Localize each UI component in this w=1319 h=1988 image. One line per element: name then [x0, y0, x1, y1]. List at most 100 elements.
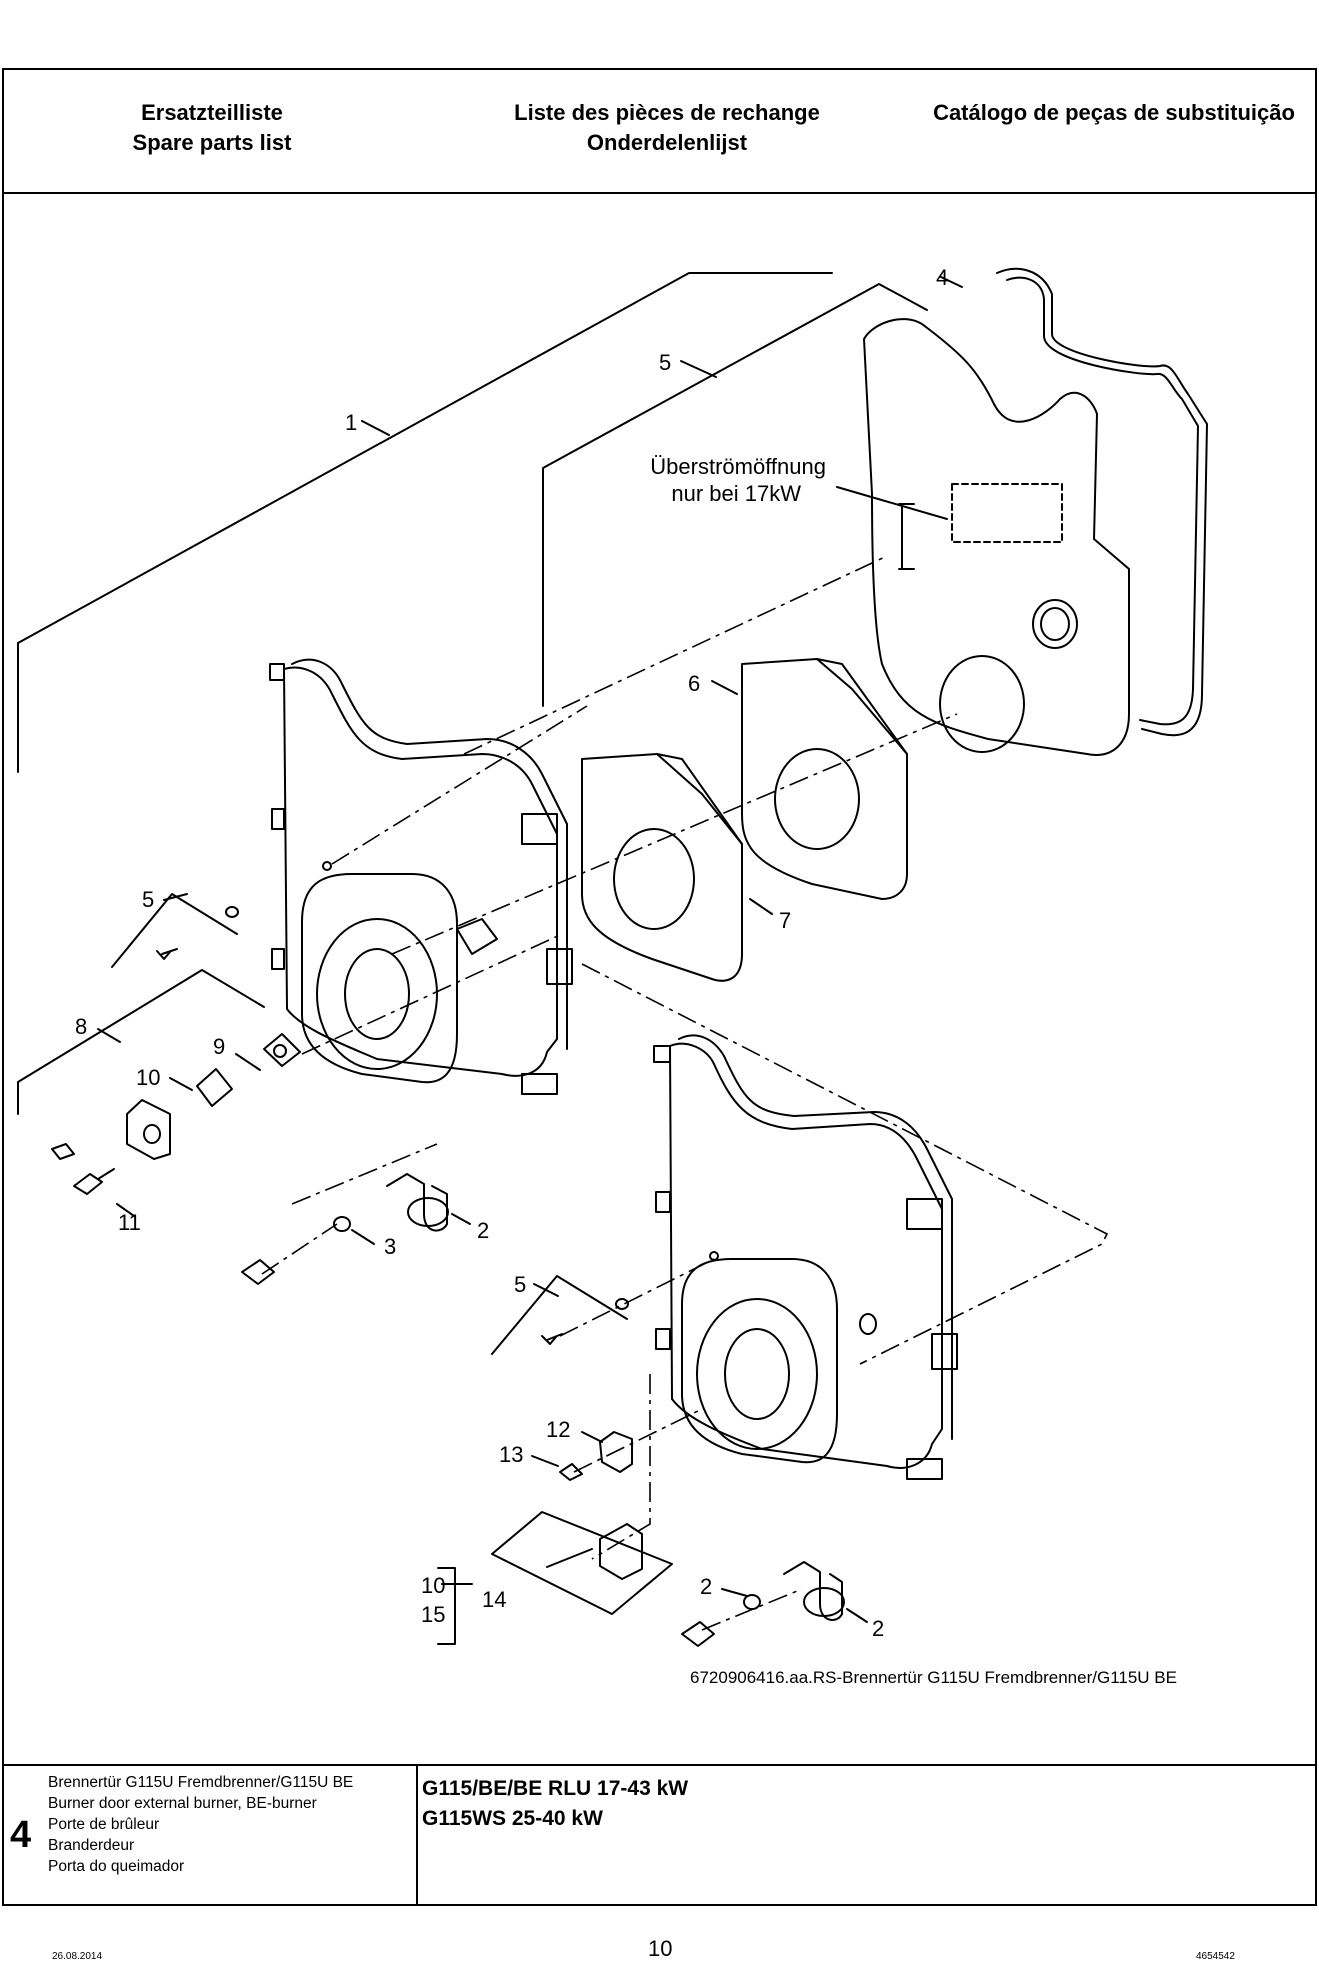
burner-door-bottom-plate [696, 1298, 818, 1450]
drawing-caption: 6720906416.aa.RS-Brennertür G115U Fremdb… [690, 1668, 1177, 1687]
model-1: G115/BE/BE RLU 17-43 kW [422, 1777, 689, 1800]
hinge-part-2-top [386, 1173, 448, 1232]
description-de: Brennertür G115U Fremdbrenner/G115U BE [48, 1774, 354, 1791]
burner-door-top-flange [301, 873, 458, 1084]
screw-13 [559, 1463, 583, 1481]
part-9-hole [273, 1044, 287, 1058]
pin-5-mid [322, 861, 332, 871]
axis-bolt-3 [261, 1223, 338, 1275]
callout-3: 3 [384, 1234, 396, 1259]
bracket-8-line [17, 969, 265, 1115]
bracket-10-15 [437, 1567, 473, 1645]
burner-door-bottom-hole [724, 1328, 790, 1420]
boiler-section-plate [863, 318, 1130, 756]
leader-2-bottom-left [721, 1588, 748, 1597]
burner-door-bottom-flange [681, 1258, 838, 1464]
part-11-stem [97, 1168, 115, 1180]
bracket-5-bottom-line [491, 1275, 628, 1355]
plate-slot [898, 503, 915, 570]
sight-glass-holder [456, 918, 498, 955]
footer-divider [416, 1766, 418, 1906]
callout-6: 6 [688, 671, 700, 696]
leader-note [836, 486, 948, 520]
burner-door-bottom-lugs [906, 1198, 958, 1480]
bracket-14-frame [491, 1511, 673, 1615]
leader-5-mid [163, 893, 188, 901]
overflow-opening [951, 483, 1063, 543]
part-12-plate [599, 1431, 633, 1473]
header-title-en: Spare parts list [132, 130, 292, 155]
insulation-disc-7 [581, 753, 743, 982]
callout-8: 8 [75, 1014, 87, 1039]
axis-screw-5-bottom [559, 1258, 715, 1337]
page-frame [2, 68, 1317, 1906]
callout-14: 14 [482, 1587, 506, 1612]
page-date: 26.08.2014 [52, 1951, 103, 1962]
callout-5-bottom: 5 [514, 1272, 526, 1297]
burner-door-top-hinges [269, 663, 285, 970]
callout-1: 1 [345, 410, 357, 435]
note-overflow-line-2: nur bei 17kW [671, 481, 801, 506]
viewport-flange [126, 1099, 171, 1160]
callout-5-top: 5 [659, 350, 671, 375]
insulation-disc-6-hole [774, 748, 860, 850]
burner-door-top-plate [316, 918, 438, 1070]
header-portuguese: Catálogo de peças de substituição [914, 98, 1314, 128]
plate-small-hole [1032, 599, 1078, 649]
callout-10-top: 10 [136, 1065, 160, 1090]
axis-slot [463, 555, 888, 755]
description-nl: Branderdeur [48, 1837, 135, 1854]
pin-5-bottom [709, 1251, 719, 1261]
insulation-disc-6-edge [816, 658, 908, 755]
leader-2-bottom-right [846, 1608, 868, 1623]
exploded-view-drawing: 1 4 5 6 5 7 8 9 10 11 2 3 5 12 13 10 15 … [2, 194, 1317, 1764]
callout-10-bottom: 10 [421, 1573, 445, 1598]
leader-5-bottom [533, 1283, 559, 1297]
screw-5-mid [156, 948, 178, 960]
callout-15: 15 [421, 1602, 445, 1627]
insulation-disc-6 [741, 658, 908, 900]
callout-13: 13 [499, 1442, 523, 1467]
exploded-view-svg: 1 4 5 6 5 7 8 9 10 11 2 3 5 12 13 10 15 … [17, 265, 1208, 1687]
description-en: Burner door external burner, BE-burner [48, 1795, 317, 1812]
burner-door-bottom-port [859, 1313, 877, 1335]
burner-door-top-body [283, 666, 558, 1077]
callout-2-bottom-right: 2 [872, 1616, 884, 1641]
insulation-disc-7-edge [656, 753, 743, 845]
washer-5-bottom [615, 1298, 629, 1310]
part-9-gasket [263, 1033, 301, 1067]
hinge-part-2-bottom-ring [803, 1587, 845, 1617]
burner-door-bottom-seal [678, 1034, 953, 1440]
callout-11: 11 [118, 1210, 141, 1235]
callout-2-bottom-left: 2 [700, 1574, 712, 1599]
callout-9: 9 [213, 1034, 225, 1059]
washer-2-bottom [743, 1594, 761, 1610]
plate-burner-hole [939, 655, 1025, 753]
document-id: 4654542 [1196, 1951, 1235, 1962]
model-2: G115WS 25-40 kW [422, 1807, 603, 1830]
header-german-english: Ersatzteilliste Spare parts list [112, 98, 312, 158]
page-number: 10 [648, 1936, 673, 1961]
part-10-glass [196, 1068, 233, 1107]
leader-2-top [451, 1213, 471, 1225]
screw-5-bottom [541, 1333, 563, 1345]
gasket-4-outer [996, 267, 1208, 737]
axis-door-pivot [581, 963, 1109, 1365]
plate-small-hole-inner [1040, 607, 1070, 641]
burner-door-top-hole [344, 948, 410, 1040]
leader-3 [351, 1229, 375, 1245]
viewport-flange-hole [143, 1124, 161, 1144]
description-pt: Porta do queimador [48, 1858, 185, 1875]
axis-screw-13 [573, 1408, 703, 1473]
screw-top-left [51, 1143, 75, 1160]
description-fr: Porte de brûleur [48, 1816, 160, 1833]
gasket-4-inner [1006, 276, 1199, 726]
callout-12: 12 [546, 1417, 570, 1442]
leader-13 [531, 1455, 559, 1467]
washer-3 [333, 1216, 351, 1232]
leader-11 [116, 1203, 135, 1217]
note-overflow-line-1: Überströmöffnung [650, 454, 826, 479]
axis-part-14 [591, 1374, 651, 1560]
burner-door-top-seal [291, 658, 568, 1050]
callout-4: 4 [936, 265, 948, 290]
